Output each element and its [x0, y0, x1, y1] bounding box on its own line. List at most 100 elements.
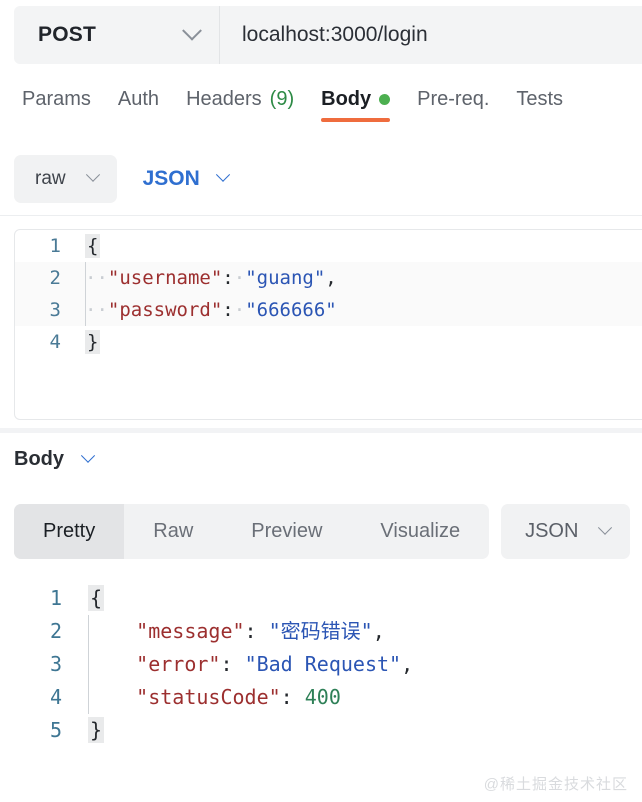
tab-label: Tests: [516, 88, 564, 110]
line-content: "error": "Bad Request",: [88, 648, 413, 681]
body-type-selector[interactable]: raw: [14, 155, 117, 203]
chevron-down-icon: [182, 20, 202, 41]
code-line: 4 }: [15, 326, 642, 358]
indent-guide: [85, 262, 86, 294]
tab-auth[interactable]: Auth: [118, 88, 159, 124]
line-number: 1: [49, 586, 62, 610]
http-method-label: POST: [38, 23, 96, 46]
tab-preview[interactable]: Preview: [251, 520, 323, 542]
json-comma: ,: [401, 652, 414, 676]
indent-guide: [88, 615, 89, 648]
tab-headers[interactable]: Headers (9): [186, 88, 294, 124]
tab-pretty[interactable]: Pretty: [14, 504, 125, 559]
json-string-value: "密码错误": [268, 619, 373, 643]
json-key: "error": [136, 652, 221, 676]
json-colon: :: [222, 267, 234, 289]
code-line: 2 ··"username":·"guang",: [15, 262, 642, 294]
tab-label: Auth: [117, 88, 160, 110]
whitespace-dots: ·: [233, 299, 246, 321]
toolbar-divider: [0, 215, 642, 216]
chevron-down-icon: [598, 520, 613, 535]
active-tab-underline: [321, 118, 391, 122]
line-number: 3: [49, 652, 62, 676]
tab-raw[interactable]: Raw: [153, 520, 194, 542]
line-content: }: [85, 326, 101, 358]
line-content: {: [88, 582, 105, 615]
whitespace-dots: ·: [233, 267, 246, 289]
tab-label: Body: [321, 88, 372, 110]
response-format-label: JSON: [525, 520, 579, 542]
tab-prereq[interactable]: Pre-req.: [417, 88, 489, 124]
line-content: "message": "密码错误",: [88, 615, 385, 648]
watermark: @稀土掘金技术社区: [483, 776, 628, 793]
request-tab-bar: Params Auth Headers (9) Body Pre-req. Te…: [0, 88, 642, 138]
indent-guide: [85, 294, 86, 326]
request-url-bar: POST localhost:3000/login: [14, 6, 642, 64]
response-format-selector[interactable]: JSON: [501, 504, 631, 559]
tab-body[interactable]: Body: [321, 88, 391, 124]
request-body-toolbar: raw JSON: [0, 148, 642, 210]
headers-count-badge: (9): [269, 88, 295, 110]
line-number: 4: [49, 331, 61, 353]
code-line: 4 "statusCode": 400: [0, 681, 642, 714]
body-format-selector[interactable]: JSON: [143, 167, 230, 191]
url-input[interactable]: localhost:3000/login: [242, 23, 428, 46]
line-number: 2: [49, 267, 61, 289]
json-colon: :: [280, 685, 305, 709]
code-line: 3 "error": "Bad Request",: [0, 648, 642, 681]
json-string-value: "guang": [245, 267, 326, 289]
brace-close: }: [85, 330, 101, 354]
code-line: 5 }: [0, 714, 642, 747]
indent-guide: [88, 681, 89, 714]
json-colon: :: [222, 299, 234, 321]
indent-space: [88, 652, 136, 676]
code-line: 1 {: [15, 230, 642, 262]
tab-visualize[interactable]: Visualize: [380, 520, 461, 542]
brace-close: }: [88, 717, 105, 743]
tab-params[interactable]: Params: [22, 88, 91, 124]
line-number: 5: [49, 718, 62, 742]
request-code: 1 { 2 ··"username":·"guang", 3 ··"passwo…: [15, 230, 642, 358]
brace-open: {: [85, 234, 101, 258]
response-view-tabs: Pretty Raw Preview Visualize: [14, 504, 490, 559]
request-body-editor[interactable]: 1 { 2 ··"username":·"guang", 3 ··"passwo…: [14, 229, 642, 420]
response-body-header[interactable]: Body: [14, 448, 96, 471]
http-method-selector[interactable]: POST: [14, 6, 220, 64]
code-line: 2 "message": "密码错误",: [0, 615, 642, 648]
json-key: "statusCode": [136, 685, 281, 709]
json-key: "message": [136, 619, 245, 643]
chevron-down-icon: [215, 167, 230, 182]
tab-label: Headers: [186, 88, 262, 110]
request-response-divider: [0, 428, 642, 433]
indent-space: [88, 685, 136, 709]
code-line: 1 {: [0, 582, 642, 615]
whitespace-dots: ··: [85, 267, 108, 289]
response-body-label: Body: [14, 448, 64, 470]
json-comma: ,: [325, 267, 337, 289]
tab-tests[interactable]: Tests: [516, 88, 563, 124]
body-type-label: raw: [35, 168, 66, 189]
json-string-value: "666666": [245, 299, 337, 321]
json-key: "username": [107, 267, 223, 289]
response-view-toolbar: Pretty Raw Preview Visualize JSON: [14, 504, 631, 559]
json-key: "password": [107, 299, 223, 321]
chevron-down-icon: [80, 448, 96, 463]
line-number: 4: [49, 685, 62, 709]
line-number: 3: [49, 299, 61, 321]
code-line: 3 ··"password":·"666666": [15, 294, 642, 326]
line-content: ··"username":·"guang",: [85, 262, 337, 294]
line-content: "statusCode": 400: [88, 681, 341, 714]
indent-guide: [88, 648, 89, 681]
response-body-viewer[interactable]: 1 { 2 "message": "密码错误", 3 "error": "Bad…: [0, 582, 642, 747]
json-colon: :: [220, 652, 245, 676]
line-number: 1: [49, 235, 61, 257]
indent-space: [88, 619, 136, 643]
line-content: ··"password":·"666666": [85, 294, 337, 326]
response-code: 1 { 2 "message": "密码错误", 3 "error": "Bad…: [0, 582, 642, 747]
json-number-value: 400: [304, 685, 341, 709]
green-dot-icon: [379, 94, 391, 105]
line-number: 2: [49, 619, 62, 643]
tab-label: Pre-req.: [417, 88, 490, 110]
chevron-down-icon: [85, 167, 100, 182]
line-content: {: [85, 230, 101, 262]
